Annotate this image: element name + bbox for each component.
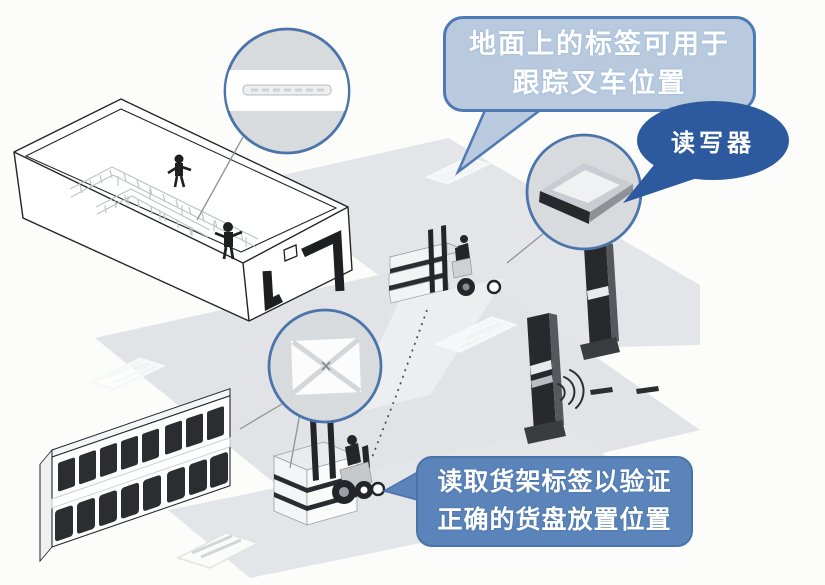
dock-door-icon bbox=[262, 230, 345, 312]
rfid-portal-antenna-icon bbox=[524, 313, 566, 444]
forklift-path-dotted-line bbox=[370, 309, 428, 461]
callout-ground-tag: 地面上的标签可用于 跟踪叉车位置 bbox=[443, 16, 756, 112]
pallet-rack-icon bbox=[39, 388, 231, 563]
magnifier-floor-tag-icon bbox=[223, 27, 351, 155]
floor-tag-icon bbox=[176, 532, 260, 569]
forklift-icon bbox=[388, 225, 502, 304]
callout-tail-ground-tag bbox=[454, 106, 547, 176]
floor-tag-icon bbox=[433, 316, 519, 353]
magnifier-shelf-tag-icon bbox=[267, 308, 383, 424]
floor-tag-marker bbox=[486, 279, 502, 295]
callout-ground-tag-line2: 跟踪叉车位置 bbox=[512, 68, 687, 98]
callout-reader: 读写器 bbox=[637, 101, 789, 180]
floor-tag-icon bbox=[87, 357, 167, 391]
callout-ground-tag-line1: 地面上的标签可用于 bbox=[469, 28, 730, 59]
worker-figure-icon bbox=[167, 154, 192, 188]
floor-panel-light bbox=[345, 278, 505, 415]
rfid-portal-antenna-icon bbox=[580, 242, 620, 360]
callout-shelf-tag-line1: 读取货架标签以验证 bbox=[437, 468, 672, 496]
magnifier-connector-lines bbox=[196, 136, 545, 469]
stored-cartons bbox=[55, 452, 228, 542]
floor-tag-marker bbox=[370, 481, 386, 497]
floor-tag-icon bbox=[590, 386, 659, 395]
callout-shelf-tag-line2: 正确的货盘放置位置 bbox=[437, 505, 672, 534]
conveyor-belt-icon bbox=[69, 166, 259, 248]
radio-waves-icon bbox=[557, 369, 585, 409]
warehouse-building-icon bbox=[13, 98, 353, 322]
callout-reader-label: 读写器 bbox=[671, 130, 755, 157]
worker-figure-icon bbox=[214, 222, 243, 260]
callout-shelf-tag: 读取货架标签以验证 正确的货盘放置位置 bbox=[416, 456, 693, 547]
stored-cartons bbox=[58, 406, 224, 492]
forklift-icon bbox=[272, 414, 386, 526]
magnifier-reader-device-icon bbox=[525, 133, 643, 251]
